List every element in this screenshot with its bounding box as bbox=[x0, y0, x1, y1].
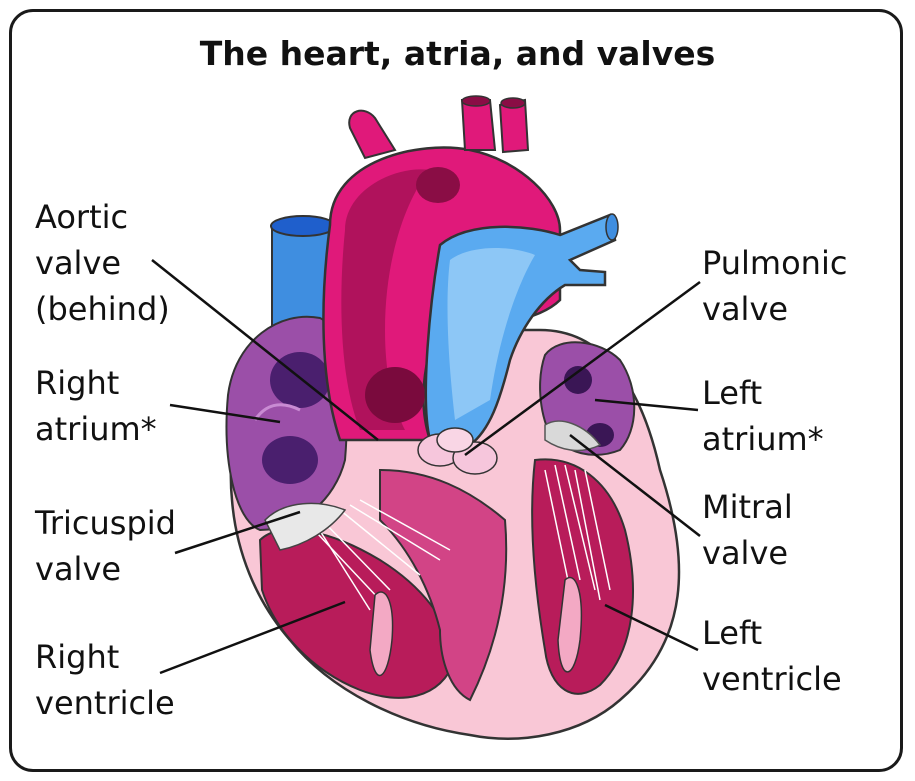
label-right-atrium: Right atrium* bbox=[35, 360, 157, 452]
label-mitral-valve: Mitral valve bbox=[702, 484, 793, 576]
label-tricuspid-valve: Tricuspid valve bbox=[35, 500, 176, 592]
label-left-atrium: Left atrium* bbox=[702, 370, 824, 462]
label-pulmonic-valve: Pulmonic valve bbox=[702, 240, 847, 332]
label-left-ventricle: Left ventricle bbox=[702, 610, 842, 702]
label-aortic-valve: Aortic valve (behind) bbox=[35, 194, 170, 332]
left-atrium bbox=[540, 342, 634, 455]
label-right-ventricle: Right ventricle bbox=[35, 634, 175, 726]
